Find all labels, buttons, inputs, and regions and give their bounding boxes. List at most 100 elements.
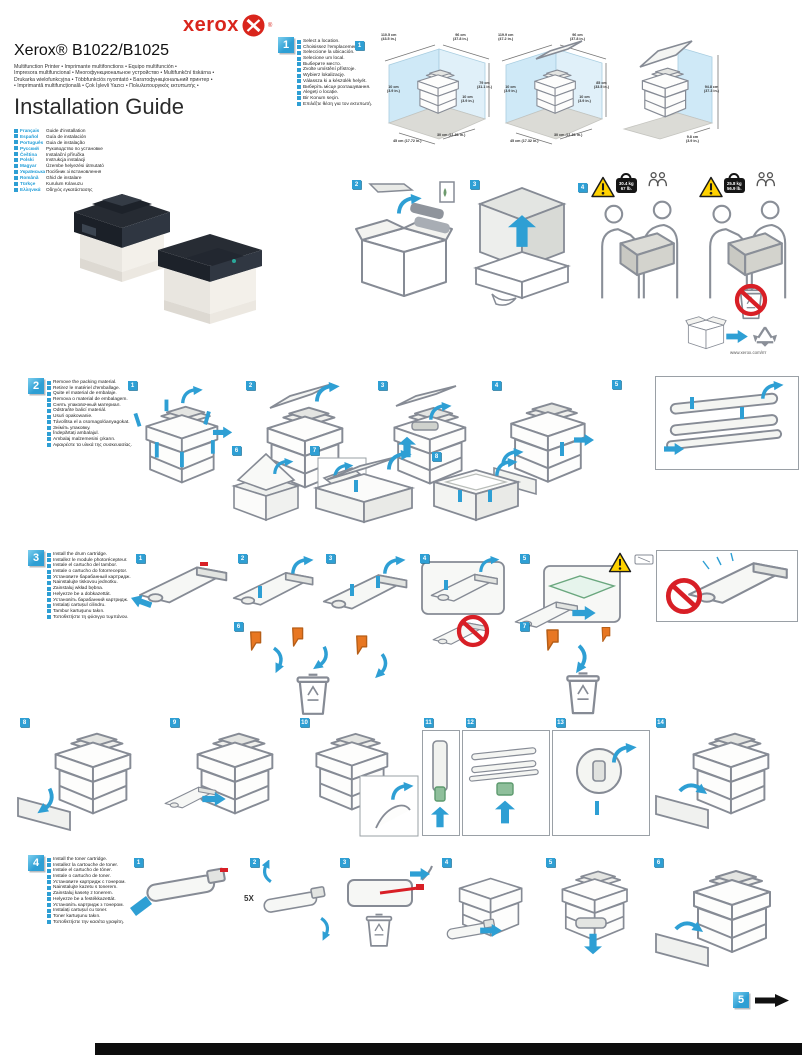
instruction-line: Ambalaj malzemesini çıkarın. [47, 437, 132, 443]
instruction-bullet-icon [297, 62, 301, 67]
language-guide-label: Instalační příručka [46, 151, 85, 157]
clips-to-bin-illustration [250, 627, 396, 715]
xerox-logo: xerox ® [183, 14, 272, 37]
panel-chip: 6 [654, 858, 663, 867]
instruction-bullet-icon [47, 609, 51, 614]
instruction-line: Seleccione la ubicación. [297, 50, 372, 56]
instruction-line: Bir Konum seçin. [297, 96, 372, 102]
instruction-bullet-icon [47, 857, 51, 862]
instruction-line: Remova o material de embalagem. [47, 397, 132, 403]
clearance-diagram-illustration [384, 44, 490, 145]
instruction-bullet-icon [297, 85, 301, 89]
product-title: Xerox® B1022/B1025 [14, 42, 170, 59]
language-row: Română Ghid de instalare [14, 175, 104, 181]
panel-chip-3: 3 [470, 180, 479, 189]
panel-chip-4: 4 [578, 183, 587, 192]
subtitle-line: Multifunction Printer • Imprimante multi… [14, 64, 177, 70]
instruction-line: Install the toner cartridge. [47, 857, 126, 863]
subtitle-line: Drukarka wielofunkcyjna • Többfunkciós n… [14, 76, 213, 83]
panel-chip: 2 [250, 858, 259, 867]
drum-cartridge-illustration [130, 562, 228, 612]
panel-chip: 4 [492, 381, 501, 390]
language-row: Español Guía de instalación [14, 134, 104, 140]
language-guide-label: Ghid de instalare [46, 175, 82, 181]
instruction-bullet-icon [47, 443, 51, 448]
remove-tape-panel [122, 382, 238, 508]
instruction-line: Retirez le matériel d'emballage. [47, 386, 132, 392]
paper-tray-panel [428, 456, 524, 532]
drum-into-printer-illustration [164, 732, 274, 815]
drum-unwrap-panel [130, 556, 230, 614]
language-guide-label: Guide d'installation [46, 128, 86, 133]
panel-chip: 1 [128, 381, 137, 390]
arrow-right-icon [726, 330, 748, 343]
instruction-line: Zainstaluj wkład bębna. [47, 586, 131, 592]
instruction-line: Îndepărtați ambalajul. [47, 431, 132, 437]
instruction-bullet-icon [297, 79, 301, 84]
instruction-bullet-icon [47, 391, 51, 396]
panel-chip-2: 2 [352, 180, 361, 189]
drum-slide-panel [514, 556, 626, 656]
instruction-bullet-icon [47, 558, 51, 563]
open-front-door-panel [14, 720, 162, 840]
step-2-instructions: Remove the packing material. Retirez le … [47, 380, 132, 448]
instruction-bullet-icon [47, 426, 51, 430]
two-person-icon [756, 172, 776, 187]
step-4-number: 4 [28, 855, 44, 871]
language-guide-label: Üzembe helyezési útmutató [46, 163, 104, 169]
drum-prepare-illustration [232, 556, 314, 606]
xerox-wordmark: xerox [183, 14, 239, 36]
language-bullet-icon [14, 128, 18, 133]
instruction-bullet-icon [47, 914, 51, 919]
product-subtitle: Multifunction Printer • Imprimante multi… [14, 64, 214, 90]
instruction-bullet-icon [47, 397, 51, 402]
lever-strip-panel [422, 730, 460, 836]
instruction-line: Installez la cartouche de toner. [47, 863, 126, 869]
panel-chip: 2 [238, 554, 247, 563]
instruction-line: Helyezze be a dobkazettát. [47, 592, 131, 598]
warning-icon [699, 176, 723, 198]
instruction-bullet-icon [47, 575, 51, 580]
instruction-line: Selecione um local. [297, 56, 372, 62]
recycle-url: www.xerox.com/rrr [730, 350, 767, 355]
instruction-bullet-icon [47, 403, 51, 408]
step-5-number: 5 [733, 992, 749, 1008]
recycle-panel: www.xerox.com/rrr [684, 286, 802, 358]
panel-chip: 6 [234, 622, 243, 631]
language-row: Polski Instrukcja instalacji [14, 157, 104, 163]
language-row: Čeština Instalační příručka [14, 152, 104, 158]
close-cover-panel [648, 860, 798, 976]
instruction-line: Instale el cartucho de tóner. [47, 868, 126, 874]
panel-chip: 3 [326, 554, 335, 563]
instruction-bullet-icon [297, 90, 301, 95]
instruction-line: Remove the packing material. [47, 380, 132, 386]
language-name: Polski [20, 157, 34, 163]
language-guide-label: Guia de instalação [46, 139, 85, 145]
instruction-line: Nainstalujte tiskovou jednotku. [47, 580, 131, 586]
warning-icon [608, 552, 632, 573]
language-bullet-icon [14, 140, 18, 145]
language-name: Português [20, 139, 44, 145]
instruction-line: Установіть барабанний картридж. [47, 598, 131, 604]
instruction-line: Снять упаковочный материал. [47, 403, 132, 409]
panel-chip: 3 [340, 858, 349, 867]
instruction-bullet-icon [47, 431, 51, 436]
instruction-line: Αφαιρέστε τα υλικά της συσκευασίας. [47, 443, 132, 449]
location-diagram-1: 110.5 cm(43.5 in.) 96 cm(37.8 in.) 10 cm… [381, 33, 497, 151]
light-exposure-icon [634, 554, 654, 565]
language-row: Ελληνικά Οδηγός εγκατάστασης [14, 187, 104, 193]
roller-inset-panel [655, 376, 799, 470]
instruction-line: Odstraňte balicí materiál. [47, 408, 132, 414]
lift-printer-panel [466, 176, 576, 308]
instruction-line: Wybierz lokalizację. [297, 73, 372, 79]
panel-chip: 6 [232, 446, 241, 455]
language-name: Ελληνικά [20, 186, 41, 192]
clip-to-bin-illustration [546, 629, 600, 715]
roller-closeup-illustration [664, 381, 784, 455]
panel-chip: 4 [420, 554, 429, 563]
panel-chip: 10 [300, 718, 309, 727]
instruction-bullet-icon [47, 437, 51, 442]
instruction-bullet-icon [47, 580, 51, 585]
